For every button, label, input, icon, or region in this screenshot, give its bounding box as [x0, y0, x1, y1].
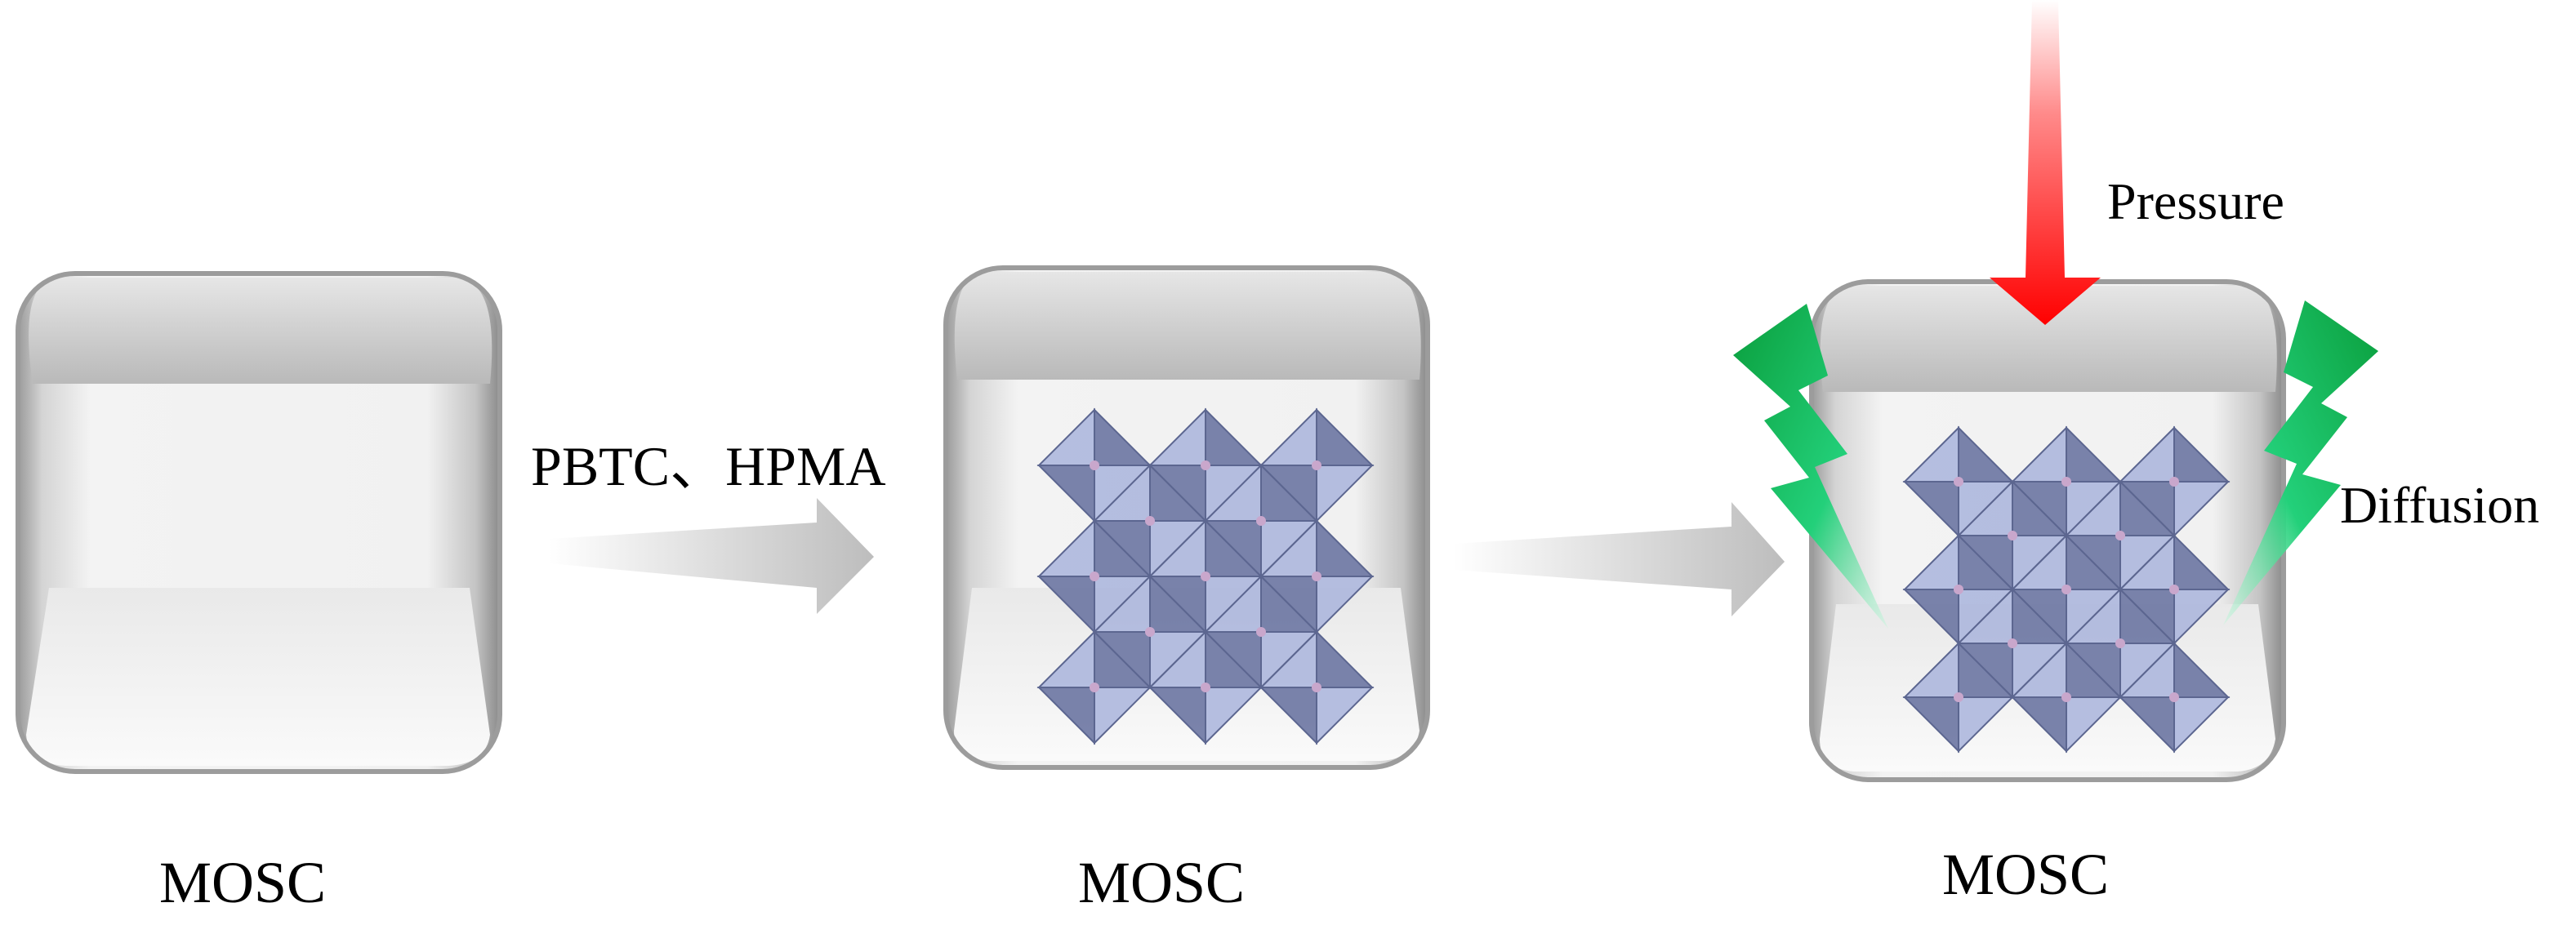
lattice-node — [1954, 692, 1963, 702]
container-3 — [1809, 279, 2286, 782]
lattice-node — [2169, 692, 2179, 702]
lattice-node — [1201, 683, 1210, 692]
pressure-label: Pressure — [2107, 172, 2284, 230]
lattice-node — [1090, 572, 1099, 581]
octahedron-face — [2173, 696, 2231, 754]
lattice-node — [1954, 585, 1963, 594]
octahedron-face — [2173, 481, 2231, 538]
panel-2-label: MOSC — [1078, 850, 1246, 915]
lattice-node — [2115, 638, 2125, 648]
lattice-node — [1201, 572, 1210, 581]
lattice-node — [1312, 683, 1321, 692]
octahedron-face — [1316, 576, 1375, 634]
lattice-node — [2008, 638, 2017, 648]
lattice-node — [2115, 531, 2125, 540]
octahedron-face — [2066, 696, 2123, 754]
lattice-node — [1145, 627, 1155, 637]
lattice-node — [1312, 572, 1321, 581]
octahedron-face — [2173, 589, 2231, 646]
lattice-node — [1954, 477, 1963, 487]
octahedron-face — [1316, 465, 1375, 523]
lattice-node — [1090, 683, 1099, 692]
diffusion-bolt-icon — [2223, 300, 2378, 625]
lattice-node — [2061, 692, 2071, 702]
lattice-node — [2061, 477, 2071, 487]
pressure-arrow-icon — [1990, 0, 2101, 325]
octahedron-face — [1205, 687, 1263, 745]
lattice-node — [1201, 460, 1210, 470]
lattice-node — [1312, 460, 1321, 470]
octahedral-lattice-1 — [1036, 407, 1375, 745]
process-arrow-2 — [1454, 502, 1785, 616]
lattice-node — [2169, 585, 2179, 594]
lattice-node — [1145, 516, 1155, 526]
octahedron-face — [1094, 687, 1152, 745]
lattice-node — [1090, 460, 1099, 470]
lattice-node — [1256, 627, 1266, 637]
container-2 — [943, 265, 1430, 770]
process-arrow-1 — [549, 498, 874, 614]
diffusion-bolt-icon — [1733, 304, 1888, 629]
lattice-node — [1256, 516, 1266, 526]
octahedron-face — [1316, 687, 1375, 745]
octahedral-lattice-2 — [1902, 425, 2231, 754]
diffusion-label: Diffusion — [2340, 476, 2540, 534]
lattice-node — [2008, 531, 2017, 540]
lattice-node — [2061, 585, 2071, 594]
panel-1-label: MOSC — [159, 850, 327, 915]
lattice-node — [2169, 477, 2179, 487]
container-1 — [16, 271, 502, 774]
octahedron-face — [1958, 696, 2015, 754]
panel-3-label: MOSC — [1942, 842, 2110, 907]
step1-arrow-label: PBTC、HPMA — [531, 435, 886, 497]
